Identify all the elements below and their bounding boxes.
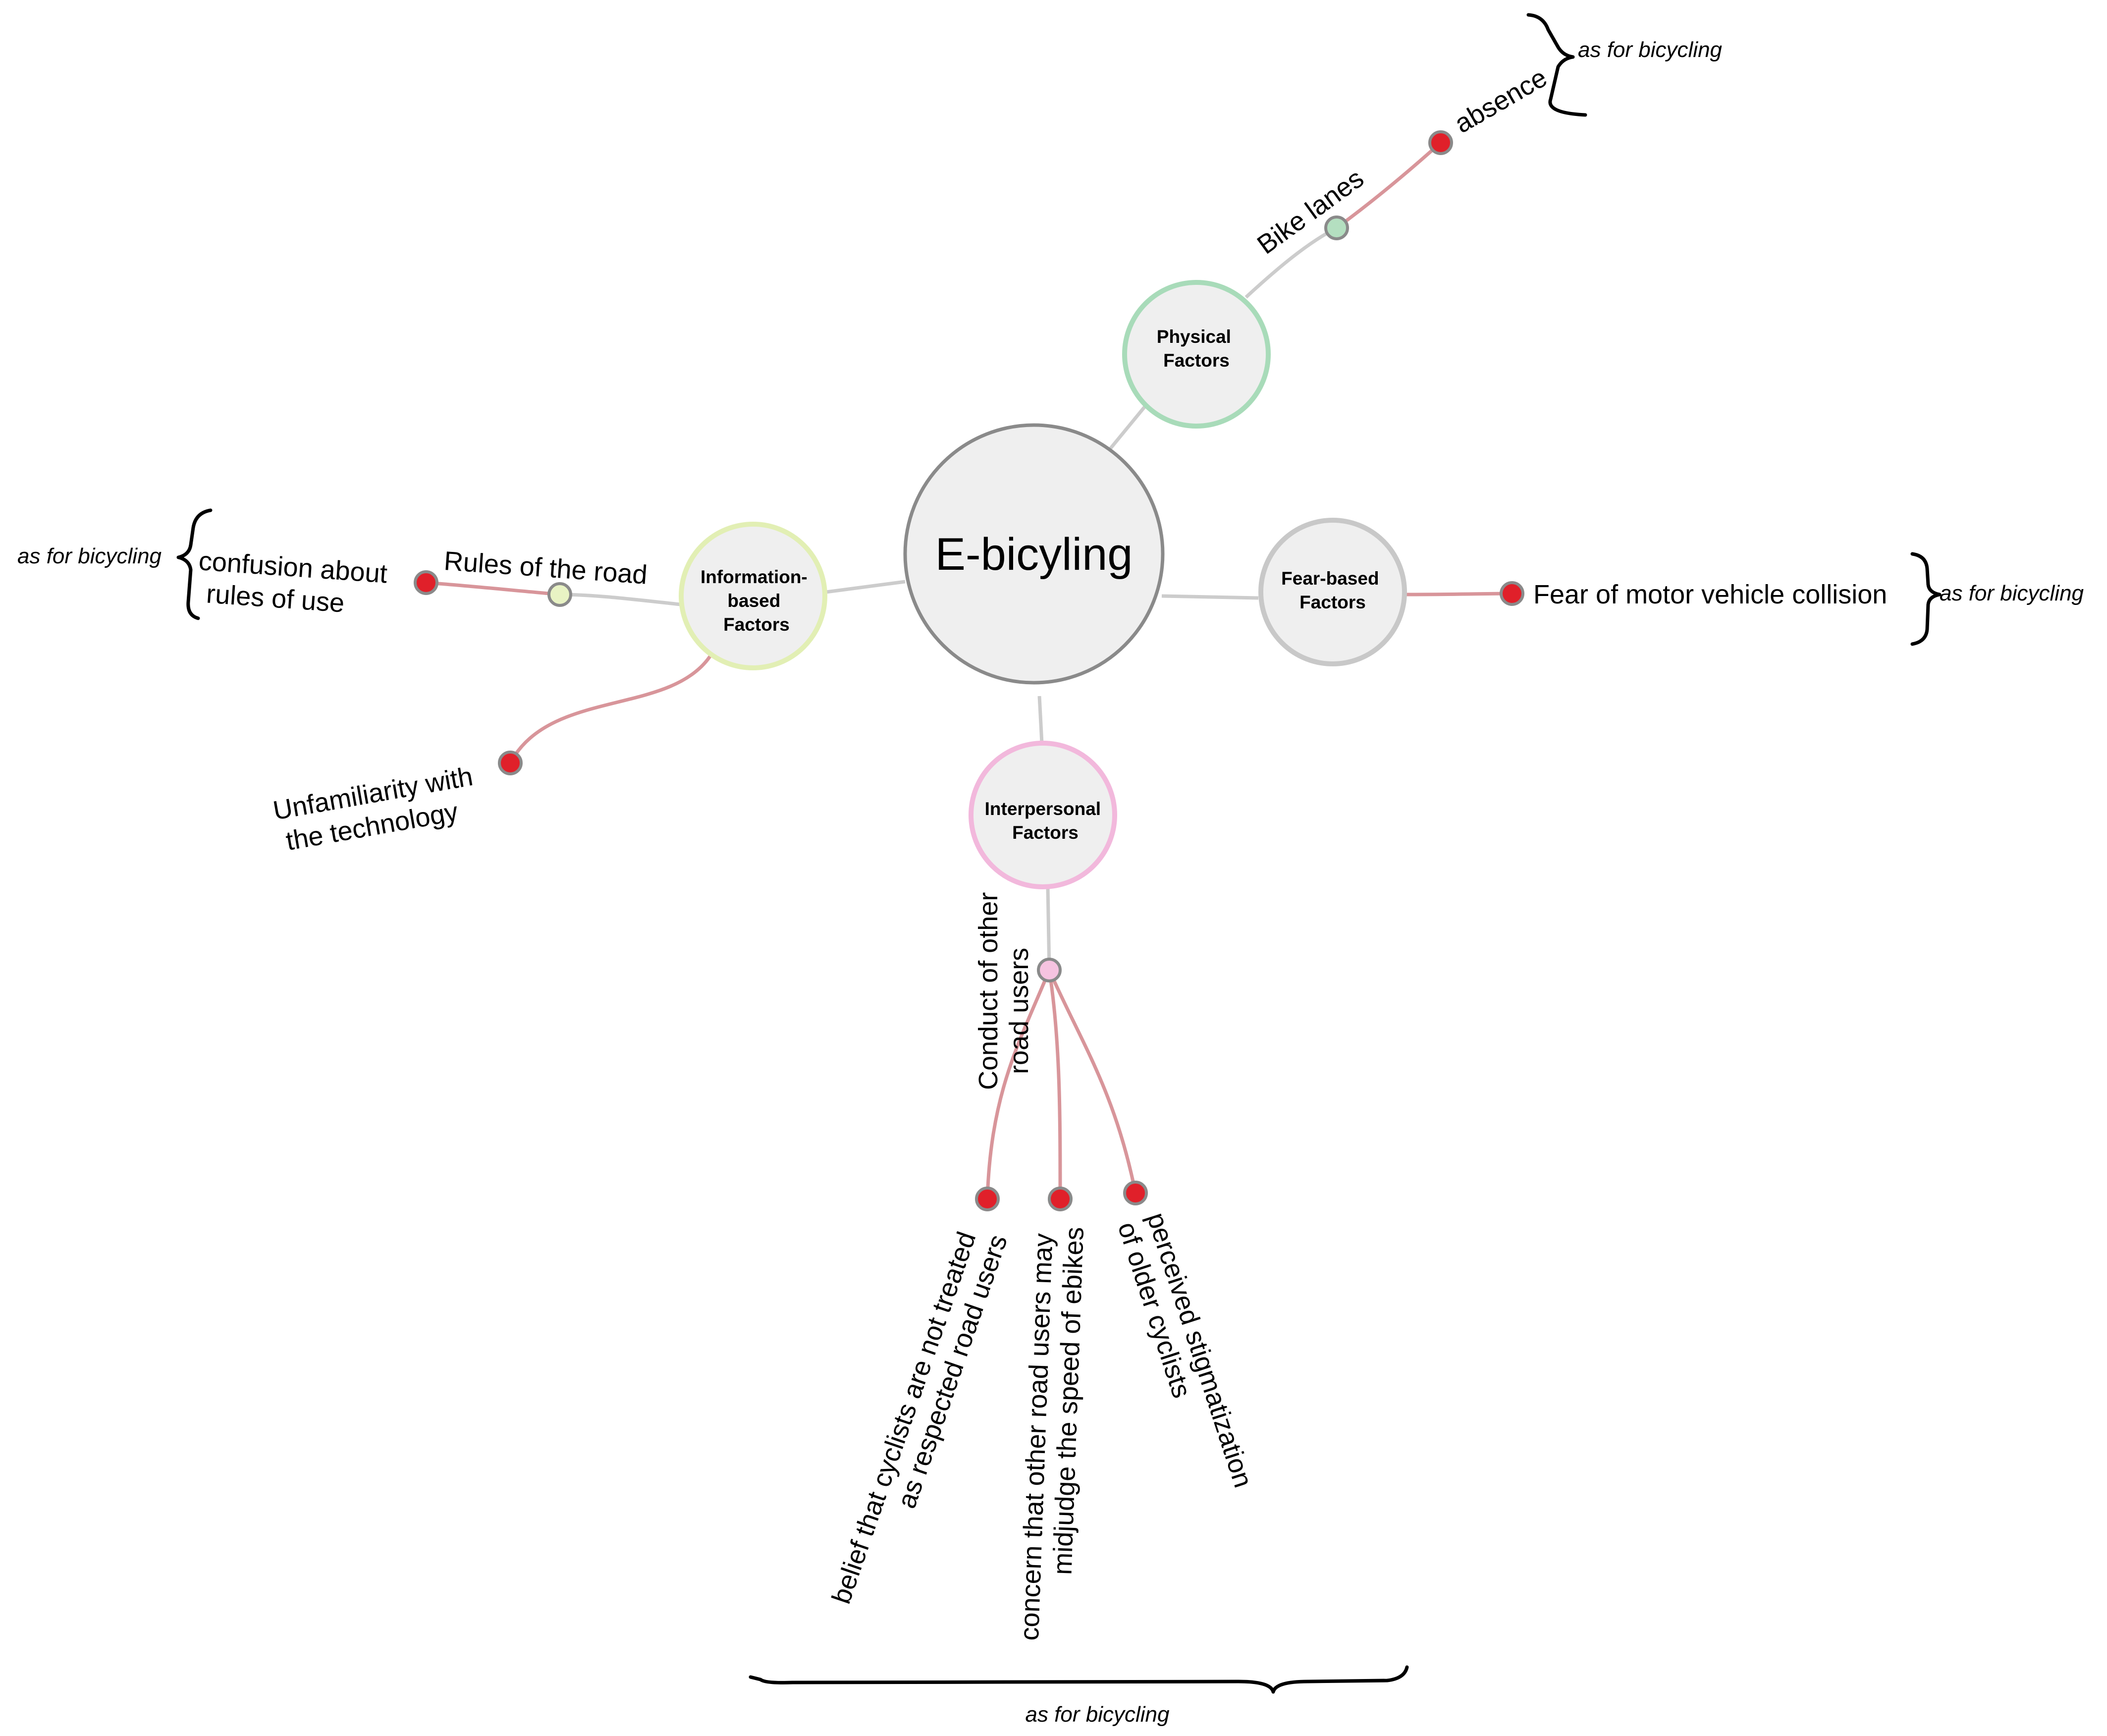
annotation-absence: as for bicycling xyxy=(1526,13,1723,117)
physical-label-line-2: Factors xyxy=(1163,350,1230,371)
link-center-information xyxy=(822,580,906,595)
fear-circle xyxy=(1258,518,1407,666)
link-interpersonal-conduct xyxy=(1046,886,1051,971)
link-information-unfamiliarity xyxy=(508,655,711,764)
belief-label-line-1: belief that cyclists are not treated xyxy=(826,1228,982,1608)
rules-of-road-label: Rules of the road xyxy=(443,546,648,590)
center-circle xyxy=(903,423,1165,685)
link-conduct-concern xyxy=(1047,970,1062,1199)
leaf-belief: belief that cyclists are not treated as … xyxy=(826,1187,1013,1617)
stigma-label: perceived stigmatization of older cyclis… xyxy=(1112,1209,1261,1508)
link-center-interpersonal xyxy=(1037,696,1044,744)
concern-label: concern that other road users may midjud… xyxy=(1015,1225,1089,1642)
leaf-confusion: confusion about rules of use xyxy=(196,546,438,621)
link-conduct-stigma xyxy=(1047,969,1137,1194)
annotation-confusion: as for bicycling xyxy=(17,508,213,620)
concern-dot xyxy=(1048,1187,1073,1211)
interpersonal-label-line-1: Interpersonal xyxy=(985,799,1101,819)
interpersonal-label-line-2: Factors xyxy=(1012,822,1079,843)
links xyxy=(426,141,1513,1199)
link-center-fear xyxy=(1161,594,1259,600)
leaf-absence: absence xyxy=(1428,62,1552,155)
information-label-line-3: Factors xyxy=(723,614,790,635)
belief-label: belief that cyclists are not treated as … xyxy=(826,1221,1013,1617)
fear-collision-dot xyxy=(1500,581,1524,606)
category-physical: Physical Factors xyxy=(1122,280,1271,429)
link-center-physical xyxy=(1106,401,1150,454)
absence-brace xyxy=(1526,13,1587,117)
confusion-note: as for bicycling xyxy=(17,544,162,568)
fear-label-line-2: Factors xyxy=(1299,592,1366,612)
belief-dot xyxy=(975,1187,1000,1211)
leaf-stigma: perceived stigmatization of older cyclis… xyxy=(1112,1181,1261,1508)
absence-label: absence xyxy=(1450,62,1552,139)
link-bike-lanes-absence xyxy=(1335,141,1442,229)
physical-label-line-1: Physical xyxy=(1157,326,1231,347)
physical-circle xyxy=(1122,280,1271,429)
interpersonal-circle xyxy=(969,741,1117,889)
annotation-interpersonal: as for bicycling xyxy=(749,1665,1409,1727)
conduct-label: Conduct of other road users xyxy=(973,885,1034,1090)
link-conduct-belief xyxy=(985,969,1051,1199)
information-label: Information- based Factors xyxy=(701,567,812,635)
absence-dot xyxy=(1428,130,1453,155)
category-fear: Fear-based Factors xyxy=(1258,518,1407,666)
interpersonal-label: Interpersonal Factors xyxy=(985,799,1106,843)
fear-collision-label: Fear of motor vehicle collision xyxy=(1533,580,1887,609)
category-interpersonal: Interpersonal Factors xyxy=(969,741,1117,889)
information-circle xyxy=(679,522,827,670)
bike-lanes-dot xyxy=(1324,216,1349,240)
interpersonal-brace xyxy=(749,1665,1409,1694)
confusion-brace xyxy=(176,508,213,620)
conduct-dot xyxy=(1037,958,1062,982)
absence-note: as for bicycling xyxy=(1578,38,1723,62)
information-label-line-1: Information- xyxy=(701,567,808,587)
unfamiliarity-label: Unfamiliarity with the technology xyxy=(271,760,488,858)
leaf-concern: concern that other road users may midjud… xyxy=(1015,1187,1089,1642)
unfamiliarity-dot xyxy=(498,751,523,775)
fear-note: as for bicycling xyxy=(1940,581,2084,605)
conduct-label-line-1: Conduct of other xyxy=(973,892,1003,1090)
category-information: Information- based Factors xyxy=(679,522,827,670)
link-information-rules xyxy=(559,593,681,606)
information-label-line-2: based xyxy=(727,591,780,611)
interpersonal-note: as for bicycling xyxy=(1025,1702,1170,1727)
physical-label: Physical Factors xyxy=(1157,326,1236,371)
fear-label: Fear-based Factors xyxy=(1281,568,1384,612)
link-physical-bike-lanes xyxy=(1244,226,1338,299)
subnode-conduct: Conduct of other road users xyxy=(973,885,1062,1090)
confusion-label-line-2: rules of use xyxy=(206,579,346,618)
center-label: E-bicyling xyxy=(935,529,1133,580)
fear-brace xyxy=(1910,552,1942,646)
stigma-dot xyxy=(1123,1181,1148,1205)
conduct-label-line-2: road users xyxy=(1004,948,1034,1074)
fear-label-line-1: Fear-based xyxy=(1281,568,1379,589)
leaf-fear-collision: Fear of motor vehicle collision xyxy=(1500,580,1887,609)
center-node: E-bicyling xyxy=(903,423,1165,685)
concern-label-line-1: concern that other road users may xyxy=(1015,1233,1059,1641)
confusion-dot xyxy=(414,570,438,595)
confusion-label: confusion about rules of use xyxy=(196,546,396,621)
rules-of-road-dot xyxy=(547,582,572,607)
annotation-fear: as for bicycling xyxy=(1910,552,2084,646)
link-rules-confusion xyxy=(426,581,560,597)
link-fear-collision xyxy=(1405,592,1513,597)
leaf-unfamiliarity: Unfamiliarity with the technology xyxy=(271,751,523,858)
